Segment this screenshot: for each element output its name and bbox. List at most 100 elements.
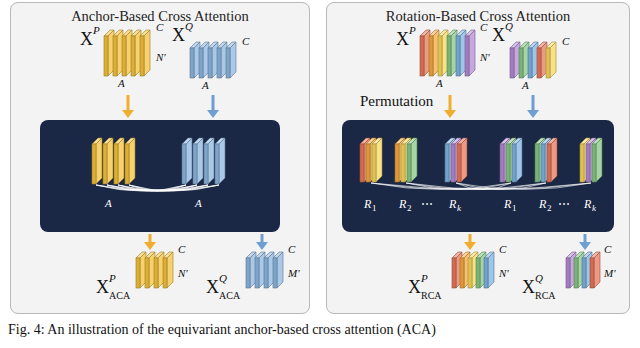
- slice-front: [360, 144, 364, 182]
- dimension-label: 1: [512, 204, 517, 213]
- slice-front: [372, 144, 376, 182]
- dimension-label: 1: [372, 204, 377, 213]
- slice-front: [510, 48, 514, 78]
- slice-top: [590, 252, 600, 258]
- slice-front: [547, 144, 551, 182]
- slice-top: [204, 138, 214, 144]
- slice-side: [186, 138, 192, 184]
- dimension-label: N': [480, 52, 490, 63]
- slice-front: [460, 258, 464, 288]
- slice-top: [226, 42, 236, 48]
- slice-side: [590, 138, 596, 182]
- panel: Rotation-Based Cross Attention: [326, 2, 630, 314]
- tensor-symbol: X: [80, 30, 93, 48]
- attention-link: [96, 185, 219, 191]
- slice-top: [429, 30, 439, 36]
- dimension-label: R: [364, 198, 371, 210]
- slice-top: [407, 138, 417, 144]
- slice-top: [145, 252, 155, 258]
- slice-top: [457, 138, 467, 144]
- slice-top: [208, 42, 218, 48]
- dimension-label: C: [480, 22, 487, 33]
- slice-front: [574, 258, 578, 288]
- slice-front: [273, 258, 277, 288]
- slice-top: [484, 252, 494, 258]
- slice-top: [193, 138, 203, 144]
- panel-ground: [326, 2, 630, 314]
- slice-front: [484, 258, 488, 288]
- dimension-label: ACA: [109, 291, 130, 301]
- dimension-label: C: [499, 244, 506, 255]
- panel: Anchor-Based Cross Attention: [10, 2, 310, 314]
- slice-front: [438, 36, 442, 76]
- slice-top: [182, 138, 192, 144]
- arrow-head: [207, 110, 219, 118]
- dimension-label: 2: [407, 204, 412, 213]
- dimension-label: k: [457, 204, 461, 213]
- slice-front: [131, 36, 135, 76]
- slice-top: [510, 42, 520, 48]
- slice-top: [420, 30, 430, 36]
- dimension-label: C: [604, 244, 611, 255]
- slice-front: [264, 258, 268, 288]
- tensor-symbol: X: [522, 278, 535, 296]
- dimension-label: A: [118, 78, 125, 89]
- dimension-label: P: [421, 273, 428, 284]
- slice-front: [592, 144, 596, 182]
- slice-top: [190, 42, 200, 48]
- arrow-head: [144, 242, 156, 250]
- slice-side: [208, 138, 214, 184]
- dimension-label: C: [562, 36, 569, 47]
- slice-side: [461, 138, 467, 182]
- slice-front: [104, 36, 108, 76]
- slice-front: [199, 48, 203, 78]
- slice-front: [217, 48, 221, 78]
- slice-side: [449, 138, 455, 182]
- dimension-label: Q: [505, 21, 513, 32]
- tensor-symbol: X: [408, 278, 421, 296]
- arrow-head: [579, 242, 591, 250]
- attention-block: [342, 120, 614, 232]
- slice-front: [528, 48, 532, 78]
- slice-top: [273, 252, 283, 258]
- slice-front: [451, 144, 455, 182]
- tensor-symbol: X: [96, 278, 109, 296]
- slice-front: [215, 144, 219, 184]
- slice-side: [411, 138, 417, 182]
- slice-top: [537, 42, 547, 48]
- slice-side: [118, 138, 124, 184]
- slice-top: [131, 30, 141, 36]
- figure-caption: Fig. 4: An illustration of the equivaria…: [8, 322, 436, 337]
- slice-top: [264, 252, 274, 258]
- slice-side: [399, 138, 405, 182]
- slice-top: [456, 30, 466, 36]
- slice-front: [163, 258, 167, 288]
- slice-front: [500, 144, 504, 182]
- arrow-head: [464, 242, 476, 250]
- slice-side: [455, 138, 461, 182]
- dimension-label: 2: [547, 204, 552, 213]
- slice-side: [376, 138, 382, 182]
- tensor-symbol: X: [206, 278, 219, 296]
- slice-top: [447, 30, 457, 36]
- dimension-label: RCA: [421, 291, 442, 301]
- dimension-label: A: [105, 198, 112, 209]
- slice-top: [103, 138, 113, 144]
- flow-arrow: [584, 234, 587, 243]
- dimension-label: A: [195, 198, 202, 209]
- slice-front: [125, 144, 129, 184]
- dimension-label: N': [178, 268, 188, 279]
- slice-top: [104, 30, 114, 36]
- slice-front: [590, 258, 594, 288]
- slice-front: [456, 36, 460, 76]
- slice-side: [107, 138, 113, 184]
- tensor-symbol: X: [396, 30, 409, 48]
- slice-side: [370, 138, 376, 182]
- slice-top: [465, 30, 475, 36]
- slice-top: [92, 138, 102, 144]
- slice-front: [122, 36, 126, 76]
- dimension-label: A: [522, 80, 529, 91]
- slice-top: [215, 138, 225, 144]
- slice-top: [125, 138, 135, 144]
- dimension-label: ⋯: [558, 198, 570, 210]
